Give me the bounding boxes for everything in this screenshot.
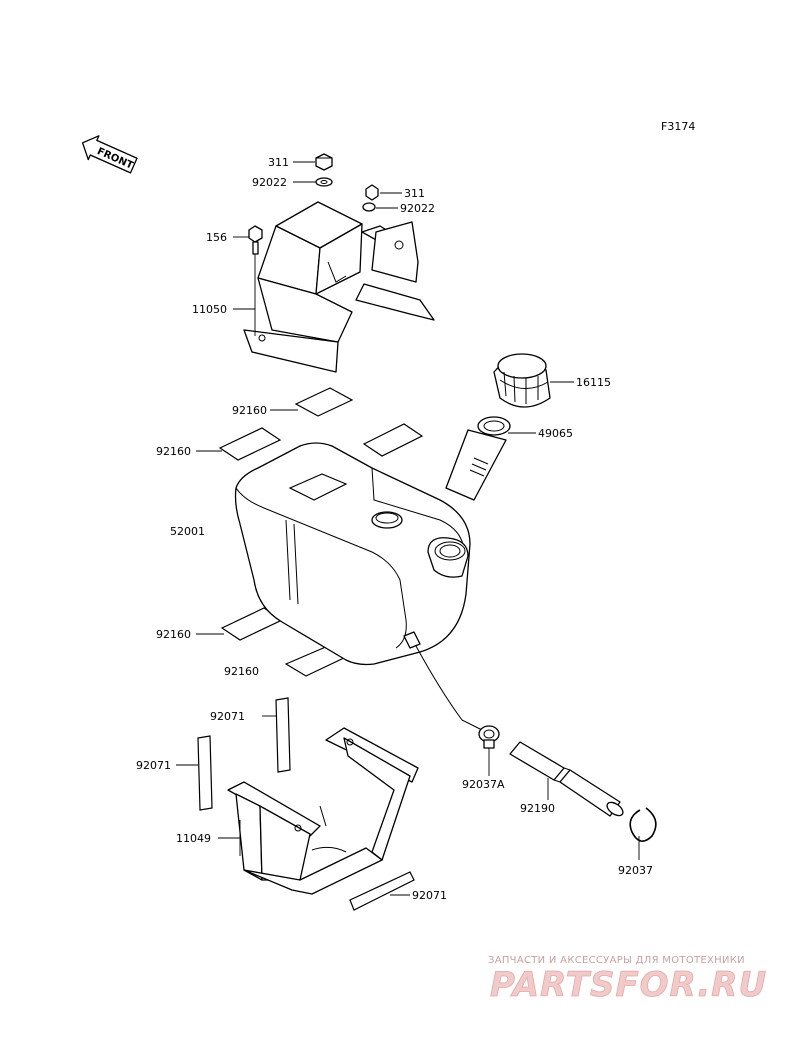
label-92071-bottom: 92071: [412, 889, 447, 902]
label-311-top: 311: [268, 156, 289, 169]
label-92190: 92190: [520, 802, 555, 815]
figure-code: F3174: [661, 120, 695, 133]
label-16115: 16115: [576, 376, 611, 389]
label-311-right: 311: [404, 187, 425, 200]
strip-bottom: [349, 871, 415, 911]
label-156: 156: [206, 231, 227, 244]
strip-center: [275, 697, 291, 773]
filler-neck-icon: [445, 416, 511, 501]
cap-icon: [493, 353, 551, 408]
nut-top-icon: [315, 153, 333, 171]
lower-bracket: [227, 727, 419, 895]
washer-right-icon: [362, 202, 376, 212]
washer-top-icon: [315, 177, 333, 187]
clamp-small-icon: [478, 725, 500, 749]
leader-lines: [176, 161, 640, 896]
fuel-line: [415, 645, 483, 731]
label-92160-lower-left: 92160: [156, 628, 191, 641]
label-92160-top: 92160: [232, 404, 267, 417]
label-49065: 49065: [538, 427, 573, 440]
label-11049: 11049: [176, 832, 211, 845]
front-arrow: FRONT: [81, 135, 138, 174]
fuel-tank: [234, 442, 471, 666]
label-92037: 92037: [618, 864, 653, 877]
pad-right: [362, 423, 424, 457]
pad-left: [218, 427, 282, 461]
watermark-tagline: ЗАПЧАСТИ И АКСЕССУАРЫ ДЛЯ МОТОТЕХНИКИ: [488, 955, 745, 966]
clamp-icon: [629, 807, 657, 842]
hose-icon: [509, 741, 624, 817]
nut-right-icon: [365, 184, 379, 201]
bolt-icon: [248, 225, 263, 255]
label-11050: 11050: [192, 303, 227, 316]
label-92071-left: 92071: [136, 759, 171, 772]
label-92160-left: 92160: [156, 445, 191, 458]
label-52001: 52001: [170, 525, 205, 538]
label-92071-center: 92071: [210, 710, 245, 723]
label-92022-right: 92022: [400, 202, 435, 215]
label-92037a: 92037A: [462, 778, 505, 791]
pad-top: [294, 387, 354, 417]
watermark-brand: PARTSFOR.RU: [490, 965, 767, 1005]
strip-left: [197, 735, 213, 811]
watermark: ЗАПЧАСТИ И АКСЕССУАРЫ ДЛЯ МОТОТЕХНИКИ PA…: [488, 955, 767, 1005]
label-92160-lower: 92160: [224, 665, 259, 678]
label-92022-top: 92022: [252, 176, 287, 189]
upper-bracket: [243, 201, 435, 373]
